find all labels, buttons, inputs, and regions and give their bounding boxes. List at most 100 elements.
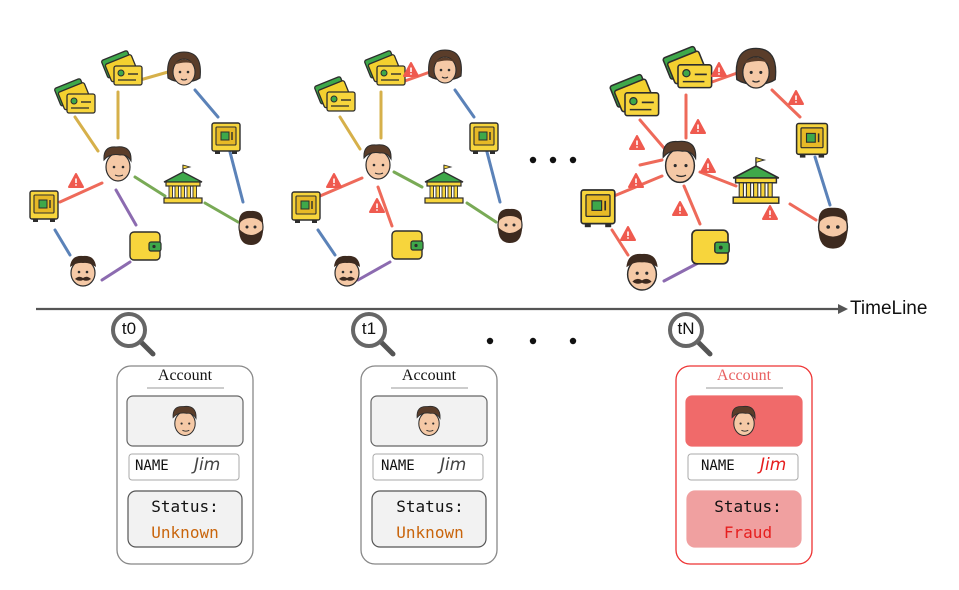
graph-edge [114, 188, 138, 227]
credit-card-icon [54, 78, 96, 114]
safe-icon [291, 191, 321, 223]
graph-edge [316, 228, 337, 257]
wallet-icon [691, 229, 730, 265]
credit-card-icon [609, 73, 660, 117]
status-panel [371, 490, 487, 548]
status-value: Unknown [396, 523, 464, 542]
warning-icon [628, 173, 644, 188]
safe-icon [211, 122, 241, 154]
graph-edge [770, 88, 802, 119]
wallet-icon [129, 231, 162, 261]
account-card-t1: Account NAME Jim Status: Unknown [361, 366, 497, 564]
graph-edge [376, 185, 394, 228]
graph-edge [228, 150, 245, 204]
marker-label-t1: t1 [361, 319, 377, 338]
mustache-man-icon [70, 255, 96, 287]
graph-edge [813, 155, 832, 207]
graph-edge [193, 88, 220, 119]
graph-edge [53, 228, 72, 257]
timeline-arrowhead [838, 304, 848, 314]
mustache-man-icon [626, 253, 658, 291]
graph-edge [58, 181, 104, 204]
warning-icon [629, 135, 645, 150]
credit-card-icon [662, 45, 713, 89]
bank-icon [732, 156, 780, 204]
graph-edge [698, 170, 738, 188]
ellipsis-dot [486, 337, 494, 345]
warning-icon [369, 198, 385, 213]
magnifier-marker [668, 312, 713, 357]
status-panel [127, 490, 243, 548]
marker-label-t0: t0 [121, 319, 137, 338]
graph-edge [138, 70, 170, 82]
graph-edge [465, 201, 498, 224]
graph-edge [356, 260, 392, 282]
status-label: Status: [396, 497, 464, 516]
graph-edge [662, 260, 702, 283]
name-field-value: Jim [440, 455, 467, 475]
account-avatar-icon [731, 405, 756, 436]
graph-edge [788, 202, 818, 222]
warning-icon [326, 173, 342, 188]
credit-card-icon [364, 50, 406, 86]
graph-edge [133, 175, 167, 198]
status-label: Status: [714, 497, 782, 516]
account-avatar-icon [416, 405, 441, 436]
graph-edge [610, 228, 630, 257]
warning-icon [788, 90, 804, 105]
safe-icon [469, 122, 499, 154]
warning-icon [672, 201, 688, 216]
ellipsis-dot [569, 337, 577, 345]
warning-icon [762, 205, 778, 220]
graph-edge [682, 184, 702, 226]
marker-label-tN: tN [677, 319, 695, 338]
warning-icon [690, 119, 706, 134]
bearded-man-icon [817, 207, 849, 249]
wallet-icon [391, 230, 424, 260]
woman-avatar-icon [167, 51, 201, 86]
graph-edge [638, 158, 664, 167]
bank-icon [163, 164, 203, 204]
woman-avatar-icon [428, 49, 462, 84]
bank-icon [424, 164, 464, 204]
graph-edge [485, 150, 502, 204]
status-value: Unknown [151, 523, 219, 542]
account-avatar-icon [172, 405, 197, 436]
graph-edge [453, 88, 476, 119]
name-field [128, 453, 240, 481]
graph-edge [638, 118, 666, 150]
account-card-t0: Account NAME Jim Status: Unknown [117, 366, 253, 564]
safe-icon [580, 189, 616, 228]
magnifier-marker [111, 312, 156, 357]
name-field-label: NAME [135, 458, 169, 474]
credit-card-icon [314, 76, 356, 112]
bearded-man-icon [497, 208, 523, 243]
ellipsis-dot [529, 156, 537, 164]
name-field-label: NAME [701, 458, 735, 474]
safe-icon [29, 190, 59, 222]
ellipsis-dot [529, 337, 537, 345]
status-label: Status: [151, 497, 219, 516]
magnifier-marker [351, 312, 396, 357]
name-field-value: Jim [760, 455, 787, 475]
status-value: Fraud [723, 523, 773, 542]
account-title: Account [401, 367, 457, 384]
mustache-man-icon [334, 255, 360, 287]
graph-edge [392, 170, 424, 189]
warning-icon [620, 226, 636, 241]
timeline-label: TimeLine [850, 298, 928, 319]
name-field [372, 453, 484, 481]
account-card-tN: Account NAME Jim Status: Fraud [676, 366, 818, 564]
graph-edge [100, 260, 132, 282]
ellipsis-dot [569, 156, 577, 164]
warning-icon [403, 62, 419, 77]
man-avatar-icon [662, 140, 697, 184]
warning-icon [711, 62, 727, 77]
graph-edge [73, 115, 100, 153]
account-title: Account [157, 367, 213, 384]
warning-icon [700, 158, 716, 173]
ellipsis-dot [549, 156, 557, 164]
graph-edge [203, 201, 240, 224]
status-panel [686, 490, 802, 548]
